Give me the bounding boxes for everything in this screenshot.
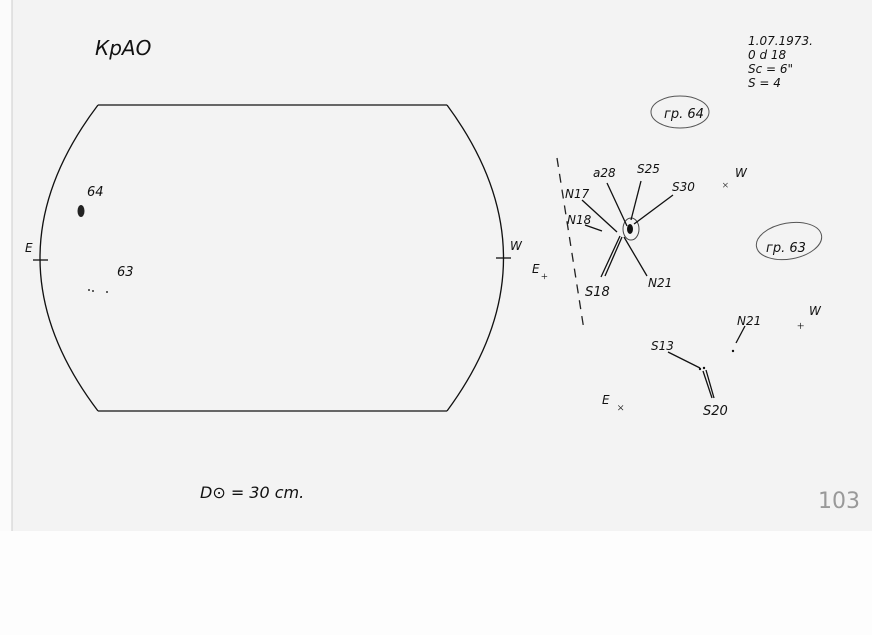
page-number: 103 xyxy=(818,489,860,514)
west-cross-icon: × xyxy=(722,178,729,192)
group-64-tag-oval xyxy=(650,95,710,129)
disk-diameter: D⊙ = 30 cm. xyxy=(200,483,304,502)
seeing-value: Sc = 6" xyxy=(748,62,793,76)
s-value: S = 4 xyxy=(748,76,781,90)
sunspot-group-64 xyxy=(77,205,85,217)
label-s25: S25 xyxy=(637,162,660,176)
group-63-pointer-lines xyxy=(667,325,746,399)
label-a28: a28 xyxy=(593,166,616,180)
group-63-spots xyxy=(698,349,735,371)
label-n21: N21 xyxy=(648,276,672,290)
group-63-tag-oval xyxy=(755,221,823,261)
group-64-tag: гр. 64 xyxy=(664,107,704,122)
scan-background xyxy=(0,531,872,635)
label-n17: N17 xyxy=(565,187,590,201)
label-s13: S13 xyxy=(651,339,674,353)
label-s18: S18 xyxy=(585,285,610,300)
solar-disk-outline xyxy=(33,104,511,412)
label-n21-63: N21 xyxy=(737,314,761,328)
east-cross-icon-2: × xyxy=(617,400,624,415)
group-64-east-label: E xyxy=(532,262,540,276)
umbra xyxy=(627,224,633,234)
label-s20: S20 xyxy=(703,404,728,419)
group-63-west-label: W xyxy=(809,304,822,318)
observatory-title: КрАО xyxy=(95,36,151,60)
disk-west-label: W xyxy=(510,239,523,253)
paper xyxy=(12,0,872,531)
group-63-east-label: E xyxy=(602,393,610,407)
east-cross-icon: + xyxy=(541,269,548,283)
limb-dashed-line xyxy=(556,157,585,331)
observation-time: 0 d 18 xyxy=(748,48,787,62)
group-64-pointer-lines xyxy=(581,180,674,278)
sunspot-group-63 xyxy=(88,289,108,293)
west-cross-icon-2: + xyxy=(797,318,804,333)
group-63-tag: гр. 63 xyxy=(766,241,806,256)
group-63-label: 63 xyxy=(117,265,134,280)
group-64-label: 64 xyxy=(87,185,104,200)
disk-east-label: E xyxy=(25,241,33,255)
label-n18: N18 xyxy=(567,213,592,227)
group-64-west-label: W xyxy=(735,166,748,180)
label-s30: S30 xyxy=(672,180,695,194)
observation-date: 1.07.1973. xyxy=(748,34,813,48)
